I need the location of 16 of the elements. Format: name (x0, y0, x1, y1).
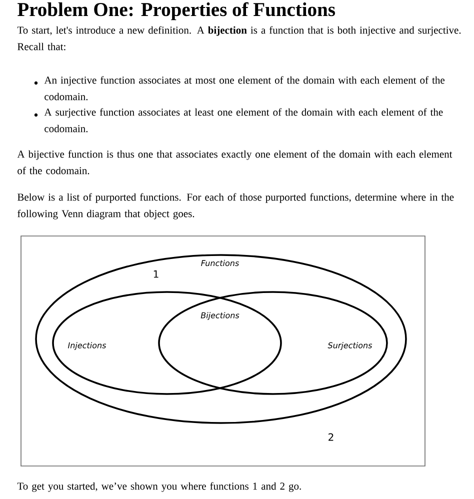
set-ellipse (35, 254, 407, 424)
set-ellipse (158, 291, 388, 395)
paragraph: Below is a list of purported functions. For each of those purported functions, determine where in the following Venn diagram that object goes. (18, 193, 454, 220)
bullet-text: An injective function associates at most one element of the domain with each element of the codomain. (44, 76, 444, 100)
region-number: 1 (154, 270, 158, 278)
heading: Problem One: Properties of Functions (18, 2, 335, 20)
paragraph: A bijective function is thus one that associates exactly one element of the domain with each element of the codomain. (17, 150, 452, 174)
set-label: Injections (68, 342, 106, 350)
paragraph: To start, let's introduce a new definition. A bijection is a function that is both injective and surjective. Recall that: (17, 26, 461, 50)
set-label: Surjections (328, 342, 372, 350)
set-label: Functions (201, 260, 239, 266)
region-number: 2 (328, 433, 334, 441)
bullet-text: A surjective function associates at least one element of the domain with each element of the codomain. (44, 108, 443, 132)
set-label: Bijections (200, 312, 240, 320)
paragraph: To get you started, we’ve shown you where functions 1 and 2 go. (17, 482, 301, 492)
set-ellipse (52, 291, 282, 395)
